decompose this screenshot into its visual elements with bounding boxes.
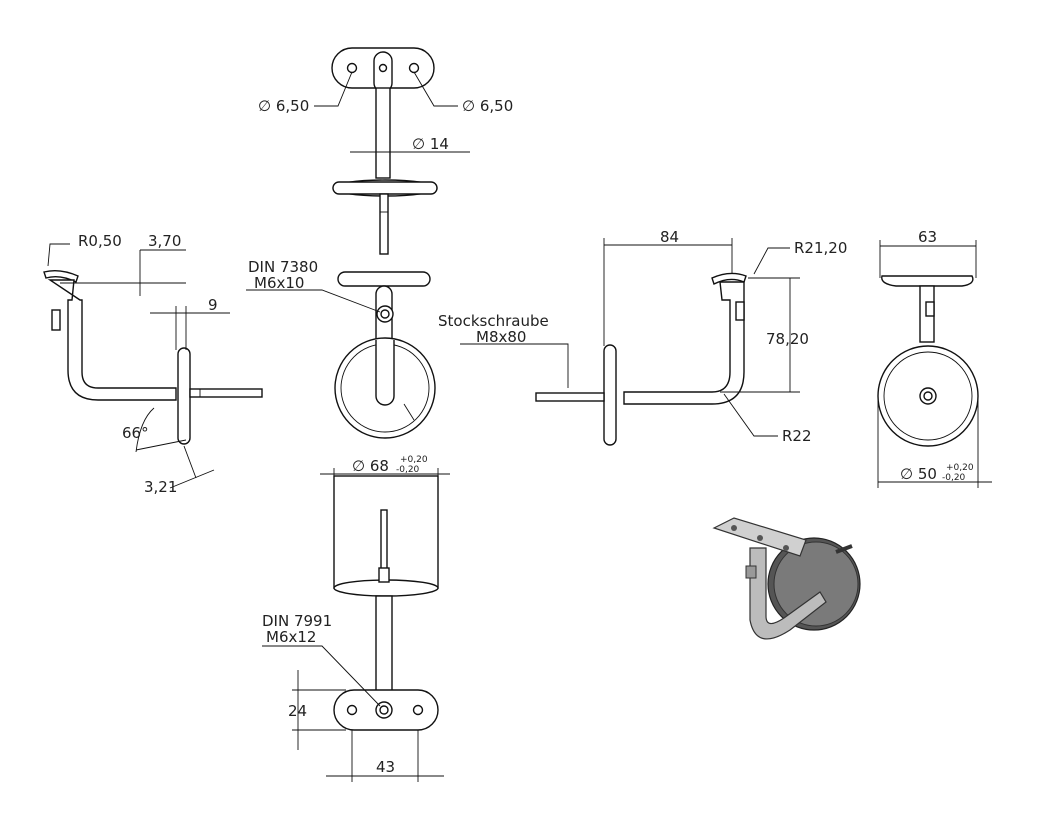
din7991-a: DIN 7991 bbox=[262, 612, 332, 630]
d9-label: 9 bbox=[208, 296, 218, 314]
label-din-7380: DIN 7380 M6x10 bbox=[246, 258, 381, 313]
d84-label: 84 bbox=[660, 228, 679, 246]
front-view-bracket bbox=[334, 271, 436, 439]
r050-label: R0,50 bbox=[78, 232, 122, 250]
dia50-label: ∅ 50 bbox=[900, 465, 937, 483]
bottom-view-bracket bbox=[333, 475, 439, 731]
dim-r050-370: R0,50 3,70 bbox=[47, 232, 186, 296]
d370-label: 3,70 bbox=[148, 232, 181, 250]
tol68-plus: +0,20 bbox=[400, 455, 428, 465]
d7820-label: 78,20 bbox=[766, 330, 809, 348]
din7991-b: M6x12 bbox=[266, 628, 316, 646]
a66-label: 66° bbox=[122, 424, 149, 442]
din7380-a: DIN 7380 bbox=[248, 258, 318, 276]
iso-view bbox=[712, 517, 861, 640]
dia14-label: ∅ 14 bbox=[412, 135, 449, 153]
dim-r2120: R21,20 bbox=[753, 239, 847, 275]
r2120-label: R21,20 bbox=[794, 239, 847, 257]
tol50-minus: -0,20 bbox=[942, 473, 966, 483]
dim-dia-68: ∅ 68 +0,20 -0,20 bbox=[320, 455, 450, 488]
end-view bbox=[877, 275, 979, 447]
top-view-bracket bbox=[331, 47, 438, 255]
r22-label: R22 bbox=[782, 427, 812, 445]
dim-24: 24 bbox=[288, 670, 346, 750]
dia-right-label: ∅ 6,50 bbox=[462, 97, 513, 115]
dim-9: 9 bbox=[150, 296, 230, 350]
dim-43: 43 bbox=[326, 730, 444, 782]
din7380-b: M6x10 bbox=[254, 274, 304, 292]
tol68-minus: -0,20 bbox=[396, 465, 420, 475]
dim-84: 84 bbox=[603, 228, 733, 346]
dim-66-321: 66° 3,21 bbox=[122, 407, 215, 496]
d24-label: 24 bbox=[288, 702, 307, 720]
d43-label: 43 bbox=[376, 758, 395, 776]
dim-dia-14: ∅ 14 bbox=[350, 135, 470, 160]
dim-r22: R22 bbox=[723, 393, 812, 445]
dim-7820: 78,20 bbox=[720, 277, 809, 393]
label-din-7991: DIN 7991 M6x12 bbox=[262, 612, 381, 707]
d63-label: 63 bbox=[918, 228, 937, 246]
stock-b: M8x80 bbox=[476, 328, 526, 346]
left-side-view bbox=[43, 269, 263, 445]
dia-left-label: ∅ 6,50 bbox=[258, 97, 309, 115]
dim-63: 63 bbox=[879, 228, 977, 278]
dia68-label: ∅ 68 bbox=[352, 457, 389, 475]
dim-dia-6-50: ∅ 6,50 ∅ 6,50 bbox=[258, 71, 513, 115]
tol50-plus: +0,20 bbox=[946, 463, 974, 473]
dim-dia-50: ∅ 50 +0,20 -0,20 bbox=[877, 400, 992, 488]
stock-a: Stockschraube bbox=[438, 312, 549, 330]
right-side-view bbox=[535, 272, 747, 446]
d321-label: 3,21 bbox=[144, 478, 177, 496]
label-stockschraube: Stockschraube M8x80 bbox=[438, 312, 569, 388]
